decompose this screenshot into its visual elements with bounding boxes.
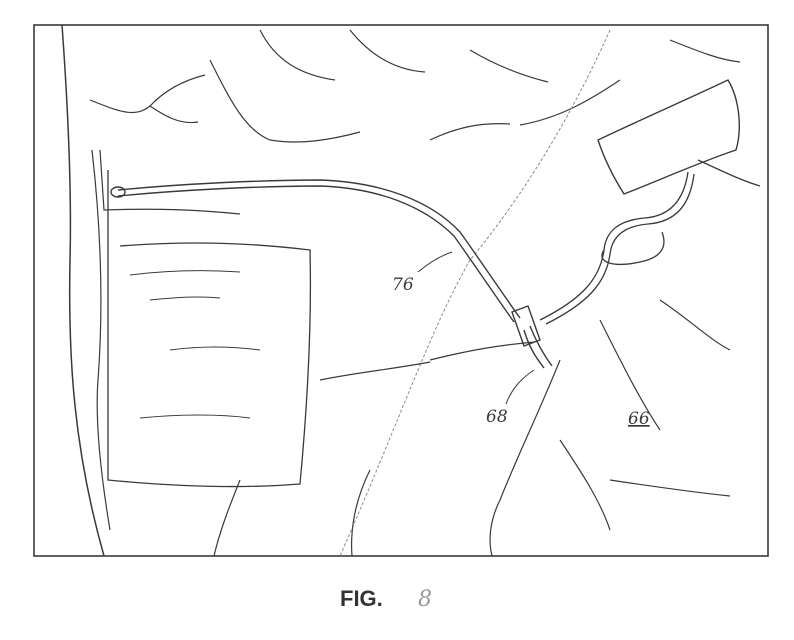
tube-loop (539, 159, 761, 325)
tube-76 (110, 179, 553, 369)
leader-76 (417, 251, 453, 273)
body-outline (61, 24, 105, 557)
leader-68 (505, 369, 535, 405)
figure-border (33, 24, 769, 557)
figure-caption-number: 8 (418, 587, 432, 612)
ref-label-68: 68 (486, 407, 508, 427)
collar-piece (99, 149, 241, 215)
gown-folds (89, 29, 741, 531)
figure-caption-prefix: FIG. (340, 586, 383, 611)
ref-label-66: 66 (628, 409, 650, 429)
diagonal-fold (339, 29, 611, 557)
pouch-outline (107, 170, 312, 488)
ref-label-76: 76 (392, 275, 414, 295)
pouch-creases (129, 270, 261, 419)
dressing-pad (597, 79, 740, 195)
lower-folds (213, 299, 731, 557)
